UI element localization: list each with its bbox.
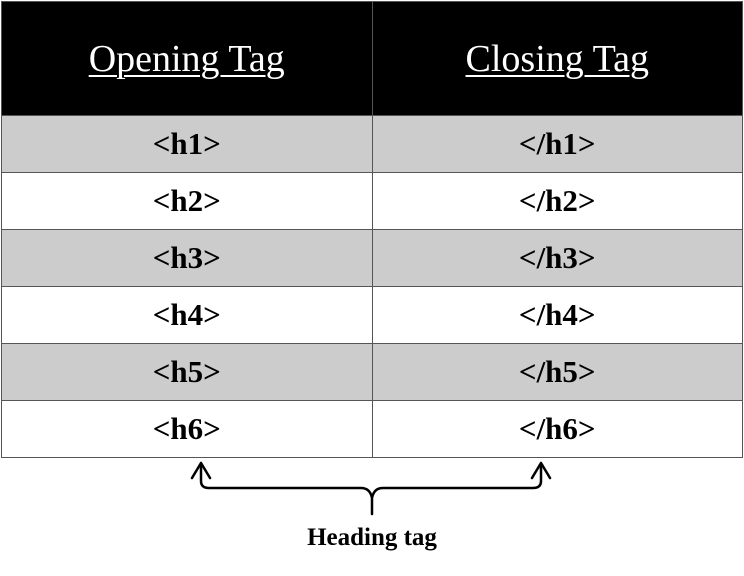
heading-tags-table: Opening Tag Closing Tag <h1> </h1> <h2> … [1, 1, 743, 458]
header-opening-tag: Opening Tag [1, 1, 373, 116]
opening-tag-cell: <h5> [1, 343, 373, 401]
table-row: <h6> </h6> [1, 400, 743, 458]
brace-body [199, 462, 543, 516]
header-closing-tag: Closing Tag [371, 1, 743, 116]
closing-tag-cell: </h6> [371, 400, 743, 458]
opening-tag-cell: <h2> [1, 172, 373, 230]
table-row: <h5> </h5> [1, 343, 743, 401]
table-row: <h4> </h4> [1, 286, 743, 344]
table-row: <h3> </h3> [1, 229, 743, 287]
closing-tag-cell: </h5> [371, 343, 743, 401]
opening-tag-cell: <h3> [1, 229, 373, 287]
closing-tag-cell: </h4> [371, 286, 743, 344]
heading-tag-caption: Heading tag [307, 524, 437, 551]
closing-tag-cell: </h1> [371, 115, 743, 173]
opening-tag-cell: <h4> [1, 286, 373, 344]
table-row: <h2> </h2> [1, 172, 743, 230]
table-header-row: Opening Tag Closing Tag [1, 1, 743, 116]
opening-tag-cell: <h6> [1, 400, 373, 458]
